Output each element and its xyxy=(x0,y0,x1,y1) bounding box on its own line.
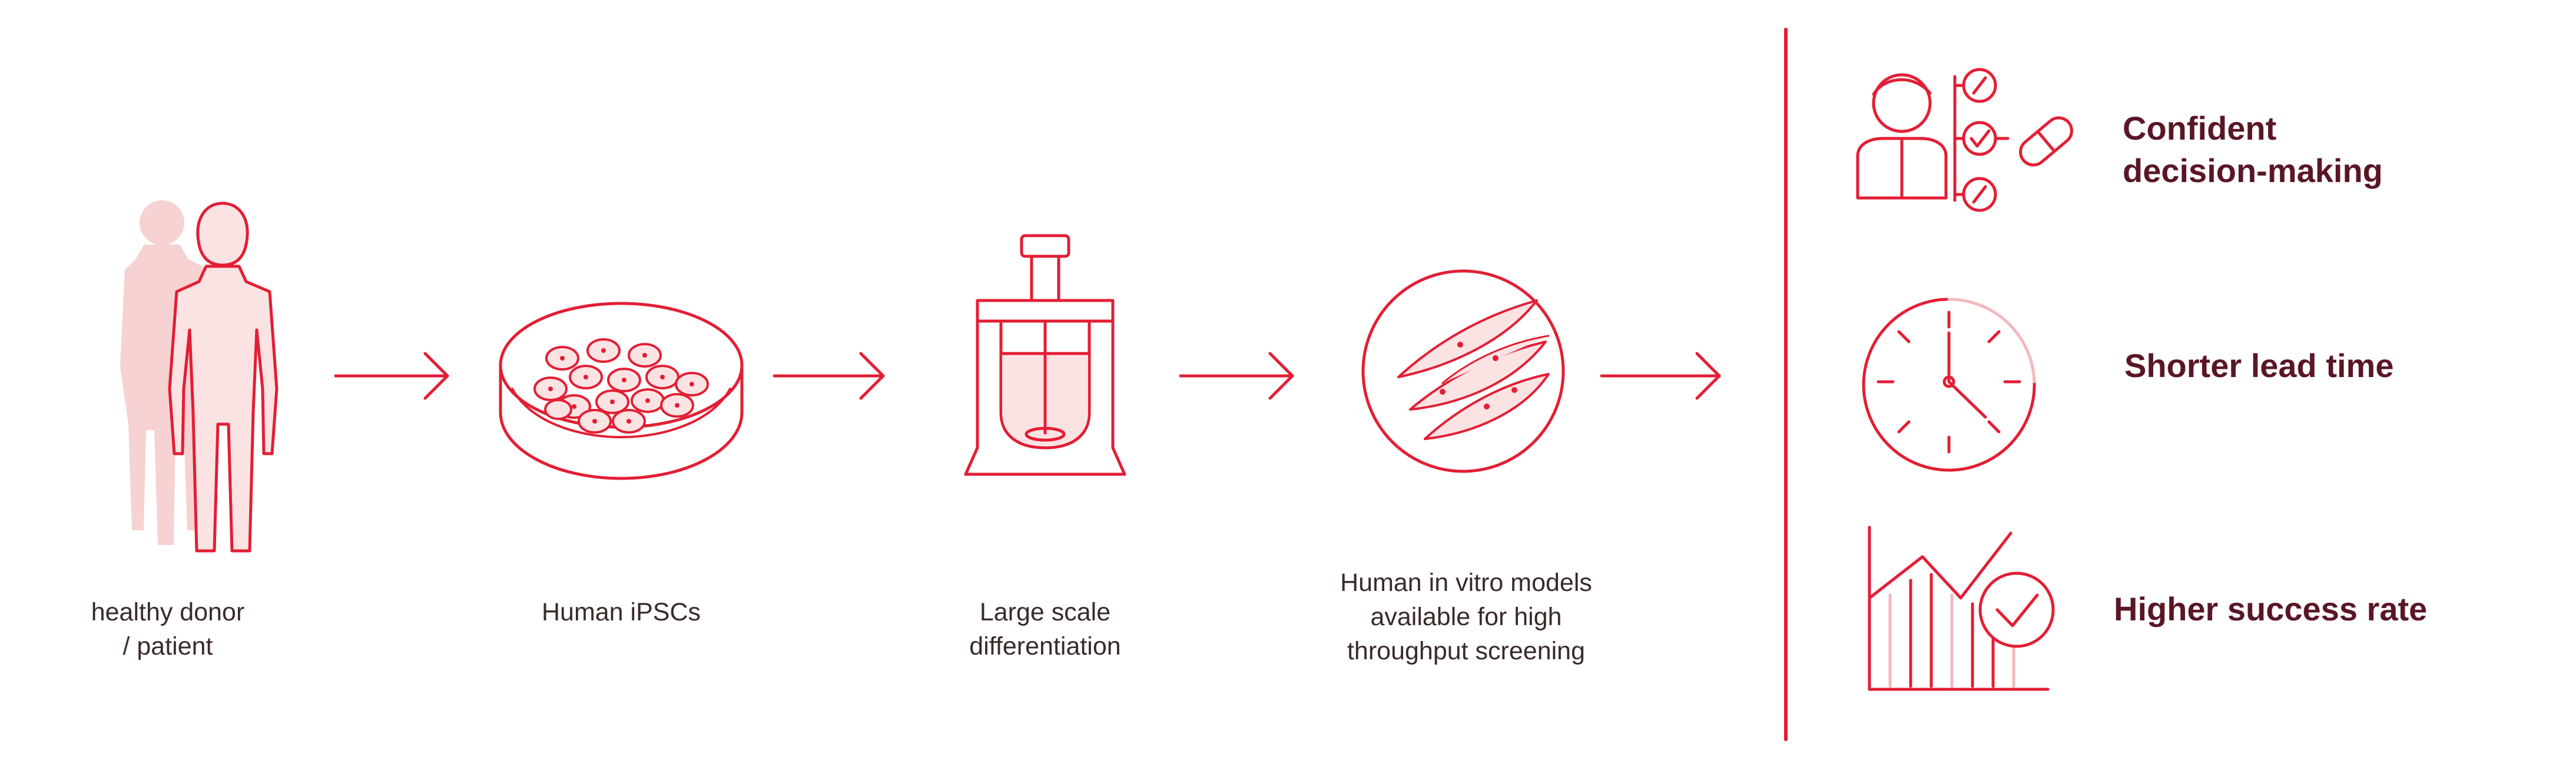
outcome-label-lead-time: Shorter lead time xyxy=(2124,347,2394,384)
human-figures-icon xyxy=(120,200,279,553)
flow-arrow-1 xyxy=(334,352,449,400)
cells xyxy=(533,338,709,434)
clock-icon xyxy=(1862,298,2036,472)
step-label-ipscs: Human iPSCs xyxy=(541,598,701,626)
success-chart-icon xyxy=(1868,526,2055,691)
step-label-differentiation: Large scale differentiation xyxy=(969,598,1121,660)
flow-arrow-4 xyxy=(1600,352,1721,400)
petri-dish-icon xyxy=(499,302,744,480)
step-label-donor: healthy donor / patient xyxy=(91,598,245,660)
flow-arrow-3 xyxy=(1179,352,1294,400)
bioreactor-icon xyxy=(964,234,1126,476)
decision-making-icon xyxy=(1856,68,2073,212)
flow-arrow-2 xyxy=(773,352,885,400)
cell-culture-icon xyxy=(1361,269,1565,473)
step-label-in-vitro-models: Human in vitro models available for high… xyxy=(1340,569,1592,665)
outcome-label-decision-making: Confident decision-making xyxy=(2123,110,2383,189)
outcome-label-success-rate: Higher success rate xyxy=(2114,590,2428,627)
